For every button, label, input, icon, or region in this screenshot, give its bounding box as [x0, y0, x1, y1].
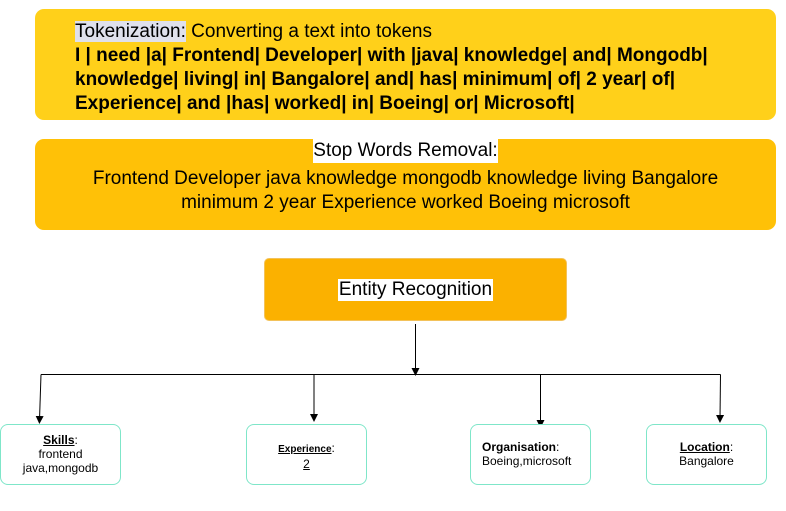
experience-value: 2 [303, 457, 310, 471]
organisation-heading: Organisation: [482, 440, 590, 454]
arrow-to-skills [35, 374, 44, 424]
location-heading: Location: [647, 440, 766, 454]
entity-recognition-box: Entity Recognition [264, 258, 567, 321]
organisation-value: Boeing,microsoft [482, 454, 572, 468]
skills-heading: Skills: [1, 433, 120, 447]
token-sequence: I | need |a| Frontend| Developer| with |… [75, 45, 708, 114]
organisation-sep: : [556, 440, 560, 454]
location-value: Bangalore [679, 454, 734, 468]
organisation-key: Organisation [482, 440, 557, 454]
location-sep: : [729, 440, 734, 454]
stopwords-text: Frontend Developer java knowledge mongod… [92, 168, 719, 213]
location-entity-box: Location: Bangalore [646, 424, 767, 485]
stopwords-box: Stop Words Removal: Frontend Developer j… [35, 139, 776, 230]
entity-recognition-label: Entity Recognition [337, 278, 494, 301]
experience-key: Experience [278, 444, 332, 455]
tokenization-box: Tokenization: Converting a text into tok… [35, 9, 776, 120]
skills-entity-box: Skills: frontend java,mongodb [0, 424, 121, 485]
location-key: Location [679, 440, 730, 454]
experience-heading: Experience: [247, 441, 366, 457]
tokenization-description: Converting a text into tokens [185, 21, 432, 42]
skills-key: Skills [43, 433, 75, 447]
tokenization-label: Tokenization: [75, 21, 186, 42]
stopwords-label: Stop Words Removal: [313, 139, 498, 163]
experience-entity-box: Experience: 2 [246, 424, 367, 485]
skills-sep: : [74, 433, 78, 447]
arrow-to-location [716, 374, 725, 423]
tokenization-heading: Tokenization: Converting a text into tok… [75, 20, 746, 44]
skills-value: frontend java,mongodb [22, 447, 99, 475]
organisation-entity-box: Organisation: Boeing,microsoft [470, 424, 591, 485]
experience-sep: : [331, 441, 335, 455]
